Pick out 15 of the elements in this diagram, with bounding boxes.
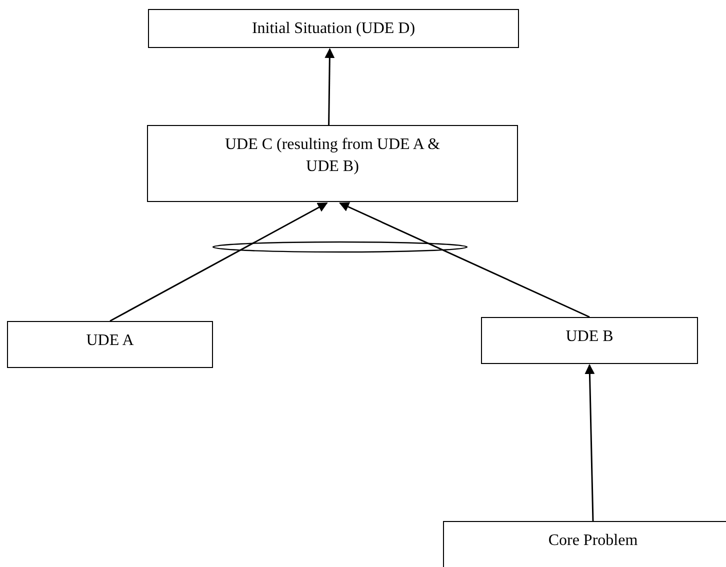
process-box — [443, 521, 726, 567]
arrow — [339, 202, 590, 318]
box-label: Initial Situation (UDE D) — [252, 19, 416, 39]
box-label: UDE C (resulting from UDE A & UDE B) — [224, 135, 442, 177]
box-label: UDE B — [566, 327, 614, 347]
and-ellipse — [212, 241, 468, 253]
process-box — [148, 9, 519, 48]
arrow — [324, 48, 335, 126]
box-label: UDE A — [86, 331, 134, 351]
box-label: Core Problem — [548, 531, 638, 551]
process-box — [481, 317, 698, 364]
process-box — [147, 125, 518, 202]
process-box — [7, 321, 213, 368]
arrow — [584, 364, 595, 522]
arrow — [110, 202, 328, 322]
